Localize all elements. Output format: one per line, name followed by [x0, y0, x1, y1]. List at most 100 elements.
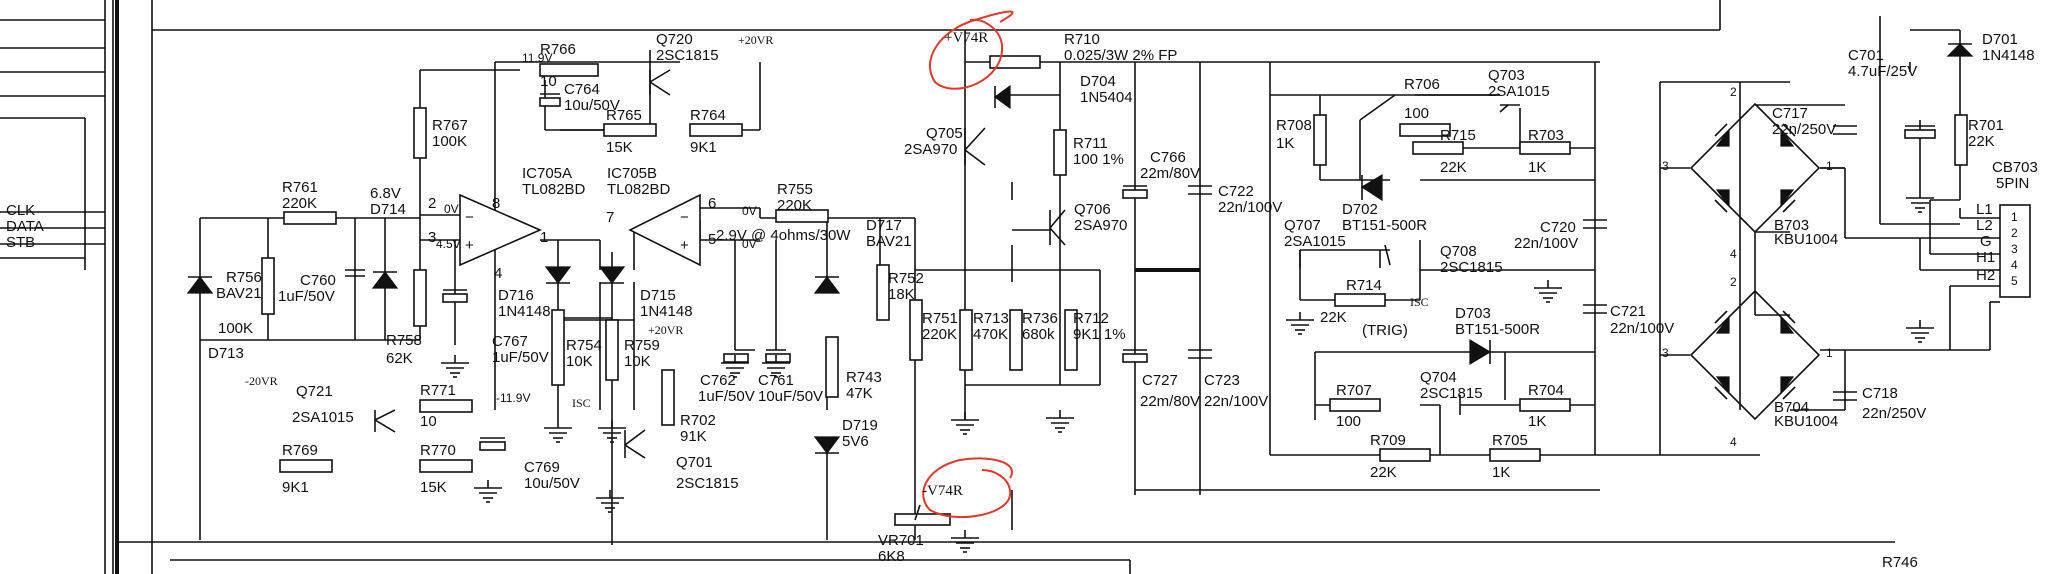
c720-ref: C720	[1540, 219, 1576, 236]
d715-val: 1N4148	[640, 303, 693, 320]
c721-val: 22n/100V	[1610, 320, 1674, 337]
supply-pos-20: +20VR	[738, 33, 773, 47]
r714-ref: R714	[1346, 277, 1382, 294]
cb703-pin-l2: L2	[1976, 217, 1993, 234]
r755-val: 220K	[777, 197, 812, 214]
bridge-wires	[1659, 29, 2000, 455]
d713-val: BAV21	[216, 285, 262, 302]
opamp-a-name: IC705A	[522, 165, 572, 182]
c721-ref: C721	[1610, 303, 1646, 320]
c718-val: 22n/250V	[1862, 405, 1926, 422]
output-note: 2.9V @ 4ohms/30W	[716, 227, 851, 244]
r711-val: 100 1%	[1073, 151, 1124, 168]
supply-pos-v74: +V74R	[944, 30, 988, 46]
r713-ref: R713	[973, 310, 1009, 327]
q708-ref: Q708	[1440, 243, 1477, 260]
opamp-pin-5: 5	[708, 231, 716, 248]
d719-ref: D719	[842, 417, 878, 434]
d704-ref: D704	[1080, 73, 1116, 90]
r709-ref: R709	[1370, 432, 1406, 449]
b704-pin-4: 4	[1730, 435, 1737, 449]
opamp-a-minus: −	[465, 209, 474, 226]
c727-val: 22m/80V	[1140, 393, 1200, 410]
q704-ref: Q704	[1420, 369, 1457, 386]
opamp-pin-3: 3	[428, 229, 436, 246]
node-11-9v: 11.9V	[522, 51, 552, 65]
c767-ref: C767	[492, 333, 528, 350]
r758-val: 62K	[386, 350, 413, 367]
d703-val: BT151-500R	[1455, 321, 1540, 338]
q706-val: 2SA970	[1074, 217, 1127, 234]
b704-pin-1: 1	[1826, 346, 1833, 360]
q707-ref: Q707	[1284, 217, 1321, 234]
c701-ref: C701	[1848, 47, 1884, 64]
r759-ref: R759	[624, 337, 660, 354]
r715-val: 22K	[1440, 159, 1467, 176]
r771-val: 10	[420, 413, 437, 430]
r765-ref: R765	[606, 107, 642, 124]
b703-pin-4: 4	[1730, 247, 1737, 261]
node-trig: (TRIG)	[1362, 322, 1408, 339]
r703-val: 1K	[1528, 159, 1546, 176]
r712-ref: R712	[1073, 310, 1109, 327]
c766-ref: C766	[1150, 149, 1186, 166]
c761-val: 10uF/50V	[758, 388, 823, 405]
node-isc-b: ISC	[1410, 295, 1429, 309]
r746-ref: R746	[1882, 554, 1918, 571]
r707-ref: R707	[1336, 382, 1372, 399]
d714-ref: D714	[370, 201, 406, 218]
c717-ref: C717	[1772, 105, 1808, 122]
supply-neg-20: -20VR	[245, 374, 278, 388]
q701-ref: Q701	[676, 454, 713, 471]
r704-val: 1K	[1528, 413, 1546, 430]
q706-ref: Q706	[1074, 201, 1111, 218]
node-4-5v: 4.5V	[436, 237, 461, 251]
q708-val: 2SC1815	[1440, 259, 1503, 276]
r752-val: 18K	[888, 286, 915, 303]
c760-val: 1uF/50V	[278, 288, 335, 305]
opamp-b	[628, 193, 701, 267]
r711-ref: R711	[1073, 135, 1108, 152]
opamp-pin-2: 2	[428, 195, 436, 212]
q704-val: 2SC1815	[1420, 385, 1483, 402]
bus-label-clk: CLK	[6, 202, 35, 219]
d719-val: 5V6	[842, 433, 869, 450]
node-isc-a: ISC	[572, 396, 591, 410]
r707-val: 100	[1336, 413, 1361, 430]
node-0v-c: 0V	[742, 237, 757, 251]
r754-ref: R754	[566, 337, 602, 354]
r702-ref: R702	[680, 412, 716, 429]
q721-ref: Q721	[296, 383, 333, 400]
node-0v-a: 0V	[444, 202, 459, 216]
capacitor-bodies	[345, 93, 1936, 451]
c718-ref: C718	[1862, 385, 1898, 402]
q703-ref: Q703	[1488, 67, 1525, 84]
d702-ref: D702	[1342, 201, 1378, 218]
c762-val: 1uF/50V	[698, 388, 755, 405]
opamp-b-minus: −	[680, 209, 689, 226]
b704-ref: B704	[1774, 399, 1809, 416]
r759-val: 10K	[624, 353, 651, 370]
r710-ref: R710	[1064, 31, 1100, 48]
r770-val: 15K	[420, 479, 447, 496]
trimmer-vr701	[894, 504, 951, 526]
c723-val: 22n/100V	[1204, 393, 1268, 410]
r706-val: 100	[1404, 105, 1429, 122]
r764-val: 9K1	[690, 139, 717, 156]
b703-pin-2: 2	[1730, 85, 1737, 99]
r743-val: 47K	[846, 385, 873, 402]
r703-ref: R703	[1528, 127, 1564, 144]
output-stage-wires	[964, 30, 1600, 530]
q703-val: 2SA1015	[1488, 83, 1550, 100]
r712-val: 9K1 1%	[1073, 326, 1126, 343]
q705-val: 2SA970	[904, 141, 957, 158]
cb703-pin-h2: H2	[1976, 267, 1995, 284]
d701-val: 1N4148	[1982, 47, 2035, 64]
c764-val: 10u/50V	[564, 97, 620, 114]
r743-ref: R743	[846, 369, 882, 386]
b704-val: KBU1004	[1774, 413, 1838, 430]
r770-ref: R770	[420, 442, 456, 459]
c723-ref: C723	[1204, 372, 1240, 389]
d701-ref: D701	[1982, 31, 2018, 48]
d713-ref: D713	[208, 345, 244, 362]
